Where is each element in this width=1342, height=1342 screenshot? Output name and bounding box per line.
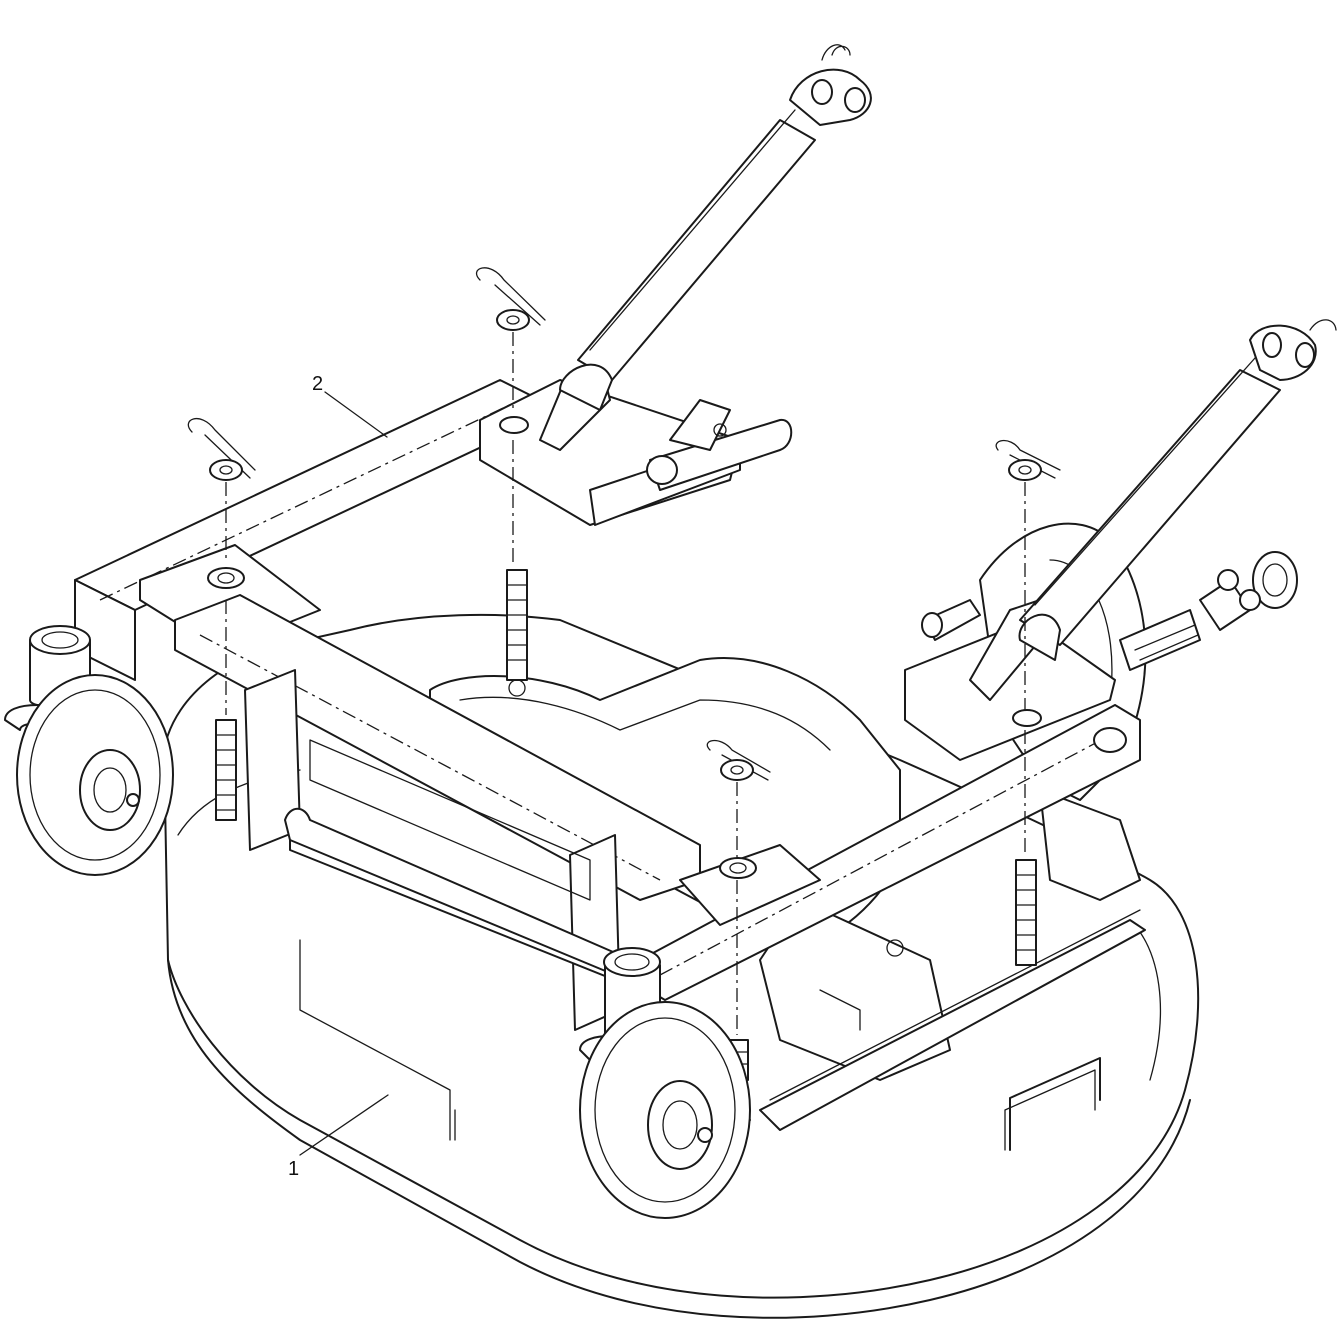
callout-2: 2 xyxy=(312,373,388,438)
mounting-frame xyxy=(74,379,1146,1131)
hairpin-pin-top xyxy=(475,267,546,331)
callout-1: 1 xyxy=(288,1094,389,1180)
threaded-pin-right xyxy=(1015,859,1037,966)
left-caster-wheel xyxy=(4,625,174,876)
threaded-pin-top xyxy=(506,569,528,697)
callout-1-label: 1 xyxy=(288,1158,299,1180)
exploded-view-centerlines xyxy=(225,332,1026,1035)
right-caster-wheel xyxy=(579,947,751,1219)
threaded-pin-left xyxy=(215,719,237,821)
hairpin-pin-left xyxy=(187,418,256,481)
callout-2-label: 2 xyxy=(312,373,323,395)
pto-driveshaft xyxy=(1119,551,1298,671)
hairpin-pin-right xyxy=(995,439,1061,481)
hairpin-pin-center xyxy=(706,739,771,781)
left-hitch-bracket xyxy=(479,359,793,526)
right-lift-strut xyxy=(1018,319,1337,661)
left-lift-strut xyxy=(559,44,872,411)
